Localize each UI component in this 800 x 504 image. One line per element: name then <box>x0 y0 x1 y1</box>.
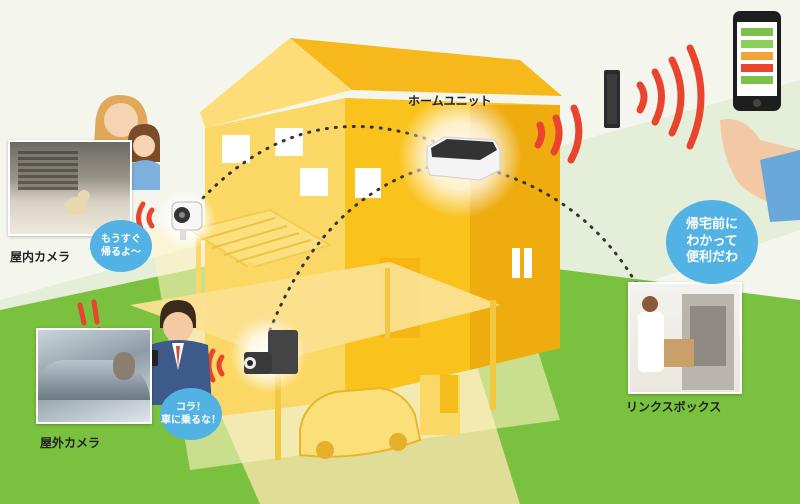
linkbox-speech-bubble: 帰宅前に わかって 便利だわ <box>666 200 758 284</box>
veranda-roof <box>187 208 333 270</box>
indoor-speech-bubble: もうすぐ 帰るよ〜 <box>90 220 152 272</box>
window <box>355 168 381 198</box>
link-box-label: リンクスボックス <box>626 400 722 414</box>
indoor-camera-device <box>171 201 203 240</box>
home-unit-device <box>426 136 501 181</box>
window <box>222 135 250 163</box>
house-gable <box>200 38 352 128</box>
outdoor-camera-device <box>244 330 298 374</box>
window <box>524 248 532 278</box>
home-unit-label: ホームユニット <box>408 94 492 108</box>
link-arc-linkbox <box>488 168 642 292</box>
window <box>512 248 520 278</box>
carport-post <box>385 268 390 338</box>
link-box-photo <box>628 282 742 394</box>
router-device <box>604 70 620 128</box>
carport-post <box>490 300 496 410</box>
outdoor-camera-photo <box>36 328 152 424</box>
router-signal <box>534 104 583 164</box>
carport-roof <box>130 262 500 360</box>
carport-post <box>275 350 281 460</box>
gate-panel <box>440 375 458 413</box>
outdoor-camera-label: 屋外カメラ <box>40 436 101 450</box>
smartphone <box>733 11 781 111</box>
house-roof <box>290 38 562 96</box>
indoor-camera-label: 屋内カメラ <box>10 250 71 264</box>
window <box>300 168 328 196</box>
window <box>275 128 303 156</box>
sleeve <box>760 150 800 222</box>
indoor-camera-photo <box>8 140 132 236</box>
phone-signal <box>636 44 705 150</box>
outdoor-speech-bubble: コラ！ 車に乗るな！ <box>160 388 222 440</box>
alert-marks <box>77 299 100 326</box>
veranda-post <box>196 238 201 318</box>
